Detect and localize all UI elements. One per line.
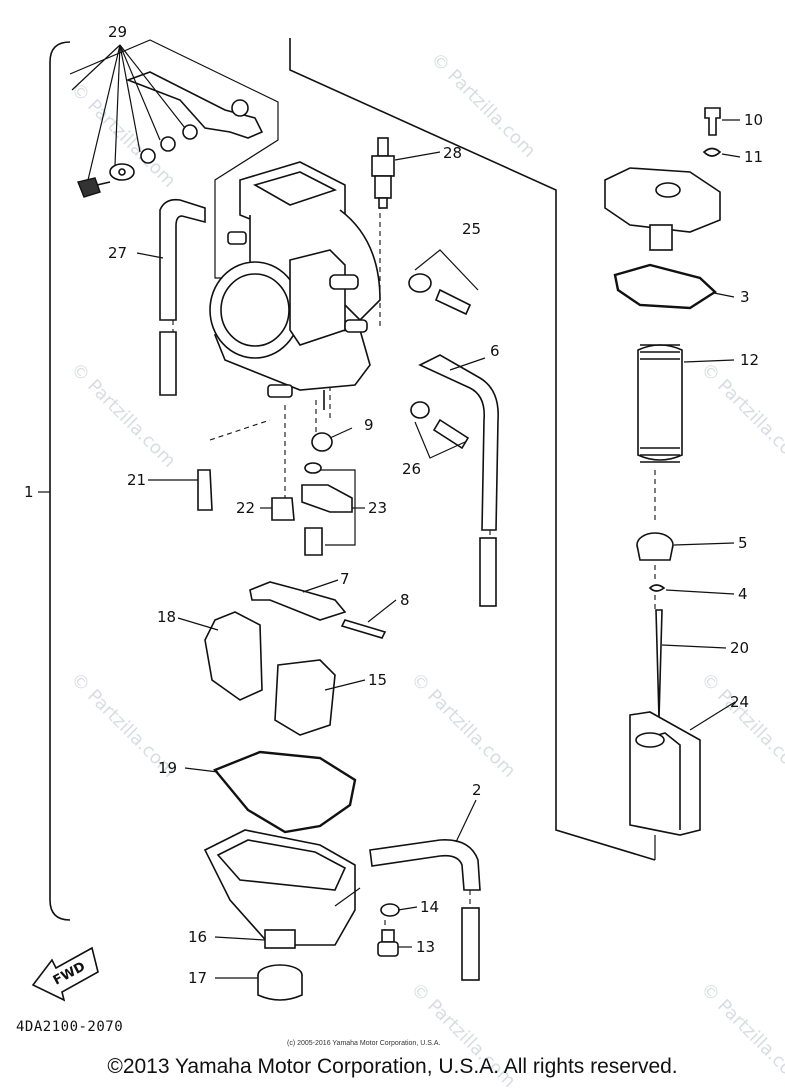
callout-16: 16 <box>188 928 207 946</box>
callout-10: 10 <box>744 111 763 129</box>
part-28-throttle-stop-screw <box>371 137 395 209</box>
assembly-guides <box>69 38 656 930</box>
callout-14: 14 <box>420 898 439 916</box>
part-18-float <box>204 611 263 701</box>
callout-19: 19 <box>158 759 177 777</box>
callout-29: 29 <box>108 23 127 41</box>
part-14-washer <box>380 903 400 917</box>
callout-8: 8 <box>400 591 410 609</box>
copyright-footnote: (c) 2005-2016 Yamaha Motor Corporation, … <box>287 1040 441 1047</box>
callout-21: 21 <box>127 471 146 489</box>
part-27-vent-hose <box>159 198 206 396</box>
part-2-overflow-hose <box>369 839 481 981</box>
copyright-notice: ©2013 Yamaha Motor Corporation, U.S.A. A… <box>107 1055 678 1078</box>
part-29-throttle-bracket <box>71 44 264 198</box>
callout-4: 4 <box>738 585 748 603</box>
callout-7: 7 <box>340 570 350 588</box>
callout-5: 5 <box>738 534 748 552</box>
callout-24: 24 <box>730 693 749 711</box>
diagram-part-code: 4DA2100-2070 <box>16 1019 124 1035</box>
callout-1: 1 <box>24 483 34 501</box>
part-20-jet-needle <box>655 609 663 719</box>
float-bowl <box>203 829 356 949</box>
callout-12: 12 <box>740 351 759 369</box>
part-12-throttle-spring <box>637 344 683 463</box>
part-15-float-chamber-cover <box>274 659 336 736</box>
callout-labels: 29 28 27 25 6 9 26 21 1 22 23 7 8 18 15 … <box>24 23 763 987</box>
callout-27: 27 <box>108 244 127 262</box>
callout-23: 23 <box>368 499 387 517</box>
part-6-fuel-hose <box>418 354 499 607</box>
part-21-pilot-jet <box>197 469 213 511</box>
part-10-screw <box>704 107 721 136</box>
callout-25: 25 <box>462 220 481 238</box>
callout-2: 2 <box>472 781 482 799</box>
watermark: © Partzilla.com <box>406 669 519 782</box>
watermark: © Partzilla.com <box>696 669 785 782</box>
part-9-float-valve-seat <box>311 432 333 452</box>
callout-28: 28 <box>443 144 462 162</box>
callout-18: 18 <box>157 608 176 626</box>
callout-26: 26 <box>402 460 421 478</box>
callout-6: 6 <box>490 342 500 360</box>
watermark: © Partzilla.com <box>696 359 785 472</box>
part-19-float-bowl-gasket <box>213 750 357 834</box>
part-13-screw <box>377 929 399 957</box>
leader-lines <box>136 119 741 979</box>
callout-22: 22 <box>236 499 255 517</box>
callout-9: 9 <box>364 416 374 434</box>
part-4-clip <box>648 584 666 592</box>
part-7-float-pin-holder <box>249 581 347 621</box>
part-3-cap-gasket <box>613 263 717 310</box>
part-11-washer <box>702 147 722 157</box>
callout-17: 17 <box>188 969 207 987</box>
part-25-pilot-screw-set <box>408 249 479 316</box>
top-cap <box>604 167 721 251</box>
part-22-main-jet <box>271 497 295 521</box>
part-23-needle-valve-set <box>301 462 356 556</box>
assembly-bracket <box>49 41 71 921</box>
callout-20: 20 <box>730 639 749 657</box>
callout-13: 13 <box>416 938 435 956</box>
carburetor-body <box>209 161 381 410</box>
part-26-air-screw <box>410 401 470 459</box>
callout-11: 11 <box>744 148 763 166</box>
callout-3: 3 <box>740 288 750 306</box>
part-8-float-pin <box>340 619 387 639</box>
part-17-drain-plug <box>257 964 303 1001</box>
part-24-throttle-valve <box>629 711 701 836</box>
forward-direction-arrow: FWD <box>31 946 99 1002</box>
callout-15: 15 <box>368 671 387 689</box>
part-5-needle-holder <box>636 532 674 561</box>
